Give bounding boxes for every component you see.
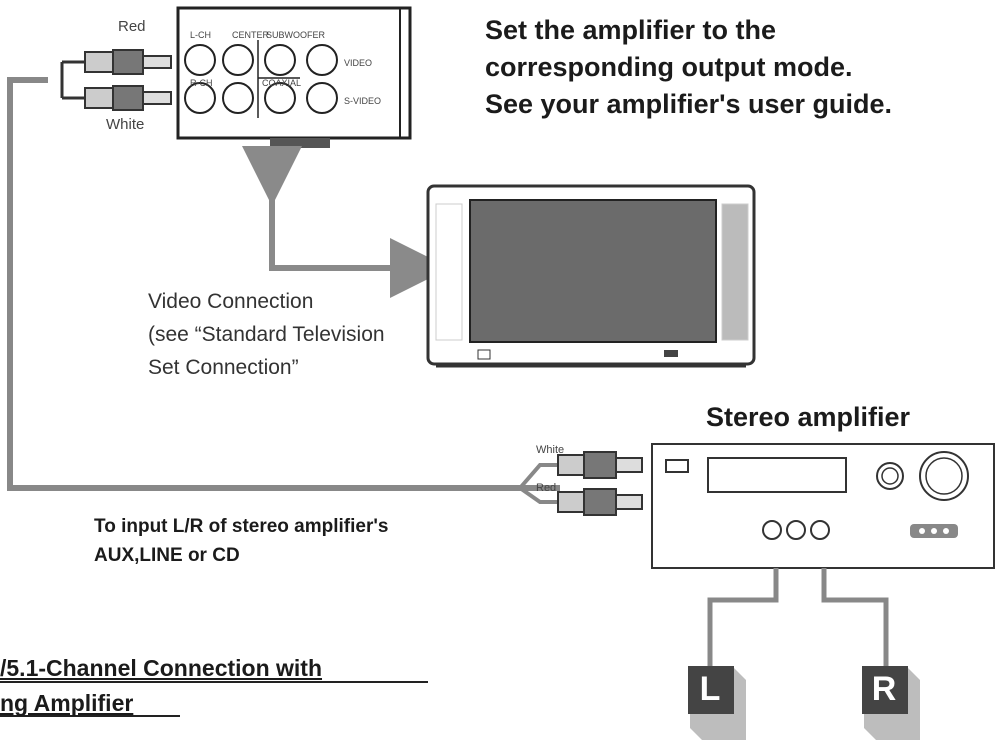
input-note: To input L/R of stereo amplifier's AUX,L… (94, 512, 388, 570)
input-note-line-1: To input L/R of stereo amplifier's (94, 516, 389, 537)
video-connection-arrow (242, 146, 450, 298)
stereo-amplifier (651, 443, 995, 569)
dvd-player-panel (176, 6, 412, 148)
video-note-line-2: (see “Standard Television (148, 323, 385, 346)
left-speaker (688, 666, 746, 740)
jack-label-video: VIDEO (344, 58, 373, 68)
video-note-line-3: Set Connection” (148, 356, 299, 379)
dvd-rca-cables (60, 49, 172, 111)
instruction-line-3: See your amplifier's user guide. (485, 89, 893, 119)
left-speaker-label: L (699, 670, 721, 708)
instruction-line-1: Set the amplifier to the (485, 15, 777, 45)
white-cable-label: White (106, 116, 145, 133)
section-heading: /5.1-Channel Connection with ng Amplifie… (0, 651, 322, 721)
input-note-line-2: AUX,LINE or CD (94, 545, 240, 566)
audio-output-jacks (184, 44, 338, 114)
tv-speaker-grille (435, 203, 749, 341)
instruction-text: Set the amplifier to the corresponding o… (485, 12, 892, 123)
jack-label-subwoofer: SUBWOOFER (266, 30, 326, 40)
video-connection-note: Video Connection (see “Standard Televisi… (148, 285, 385, 384)
right-speaker-wire (821, 568, 889, 668)
amplifier-title: Stereo amplifier (706, 402, 911, 432)
jack-label-rch: R-CH (190, 78, 213, 88)
video-note-line-1: Video Connection (148, 290, 314, 313)
instruction-line-2: corresponding output mode. (485, 52, 853, 82)
amp-white-cable-label: White (536, 444, 565, 456)
section-heading-line-1: /5.1-Channel Connection with (0, 655, 323, 681)
jack-label-center: CENTER (232, 30, 270, 40)
television (426, 184, 756, 368)
right-speaker (862, 666, 920, 740)
section-heading-line-2: ng Amplifier (0, 690, 134, 716)
red-cable-label: Red (118, 18, 146, 35)
audio-cable-path (7, 77, 560, 491)
right-speaker-label: R (871, 670, 897, 708)
amp-red-cable-label: Red (536, 482, 557, 494)
jack-label-coaxial: COAXIAL (262, 78, 302, 88)
jack-label-svideo: S-VIDEO (344, 96, 382, 106)
left-speaker-wire (707, 568, 779, 668)
amplifier-rca-cables (518, 451, 643, 516)
jack-label-lch: L-CH (190, 30, 212, 40)
